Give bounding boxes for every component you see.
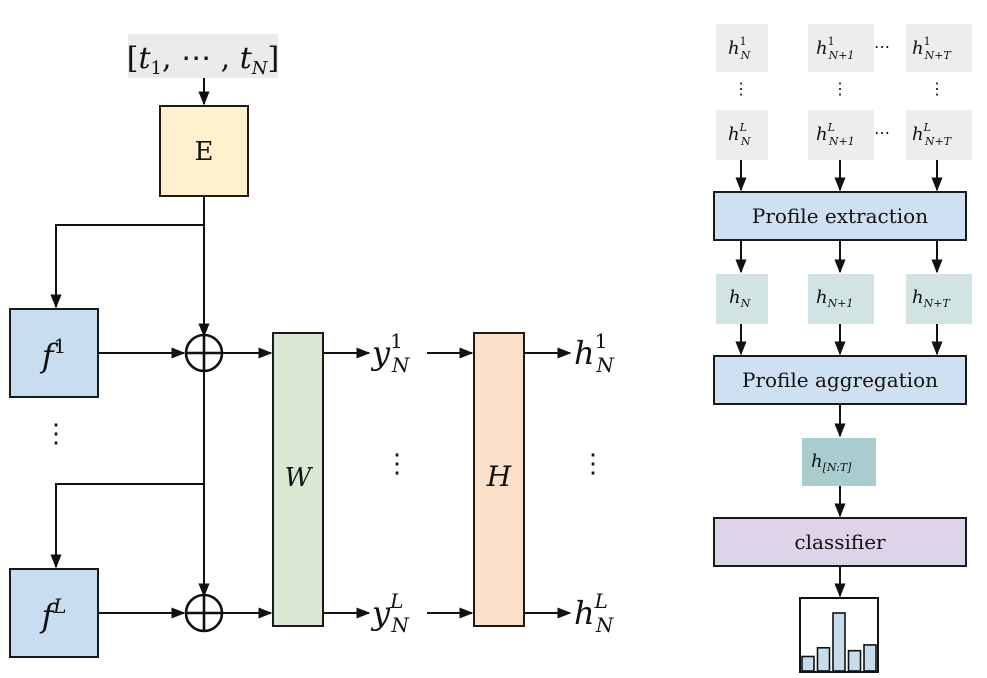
arrow-to-layer-L [50, 483, 204, 569]
histogram-bars [801, 612, 877, 672]
token-bg-top-3 [906, 24, 972, 72]
profile-extraction-label: Profile extraction [752, 204, 928, 228]
head-label: H [486, 460, 512, 493]
token-bg-top-2 [808, 24, 874, 72]
token-bg-bottom-1 [716, 110, 768, 160]
v-ellipsis-1: ⋮ [733, 79, 749, 98]
mid-ellipsis-h: ⋮ [580, 449, 606, 479]
input-middle: , ⋯ , [162, 41, 240, 76]
input-background [128, 34, 278, 78]
aggregate-bg [802, 438, 876, 486]
layer-box-L [9, 568, 99, 658]
profile-3: hN+T [912, 287, 951, 310]
token-bg-bottom-3 [906, 110, 972, 160]
input-close-bracket: ] [268, 41, 280, 76]
profile-extraction-box [713, 191, 967, 241]
encoder-box [159, 105, 249, 197]
profile-aggregation-label: Profile aggregation [742, 368, 938, 392]
profile-2: hN+1 [816, 287, 853, 310]
encoder-label: E [195, 137, 214, 167]
h-ellipsis-bottom: ⋯ [874, 123, 890, 142]
input-sequence: [t1, ⋯ , tN] [127, 41, 279, 79]
input-sub-1: 1 [151, 58, 162, 79]
plus-circle-1 [184, 333, 224, 373]
input-t1: t [138, 41, 151, 76]
profile-bg-3 [906, 274, 972, 324]
profile-bg-2 [808, 274, 874, 324]
histogram-bar [832, 612, 846, 672]
aggregate-vector: h[N:T] [811, 451, 852, 474]
input-tN: t [240, 41, 253, 76]
head-box [473, 332, 525, 627]
input-open-bracket: [ [127, 41, 139, 76]
layers-ellipsis: ⋮ [43, 419, 69, 449]
classifier-label: classifier [794, 530, 886, 554]
profile-aggregation-box [713, 355, 967, 405]
classifier-box [713, 517, 967, 567]
profile-bg-1 [716, 274, 768, 324]
h-ellipsis-top: ⋯ [874, 37, 890, 56]
weight-box [272, 332, 324, 627]
histogram-bar [801, 655, 815, 672]
v-ellipsis-2: ⋮ [832, 79, 848, 98]
input-sub-N: N [251, 58, 269, 79]
plus-circle-L [184, 593, 224, 633]
token-bg-top-1 [716, 24, 768, 72]
mid-ellipsis-y: ⋮ [384, 449, 410, 479]
profile-1: hN [729, 287, 751, 310]
token-bg-bottom-2 [808, 110, 874, 160]
v-ellipsis-3: ⋮ [929, 79, 945, 98]
histogram-bar [863, 644, 877, 672]
arrow-encoder-to-layer-1 [50, 196, 205, 309]
histogram-bar [847, 649, 862, 672]
histogram-bar [816, 646, 831, 672]
weight-label: W [285, 463, 314, 493]
